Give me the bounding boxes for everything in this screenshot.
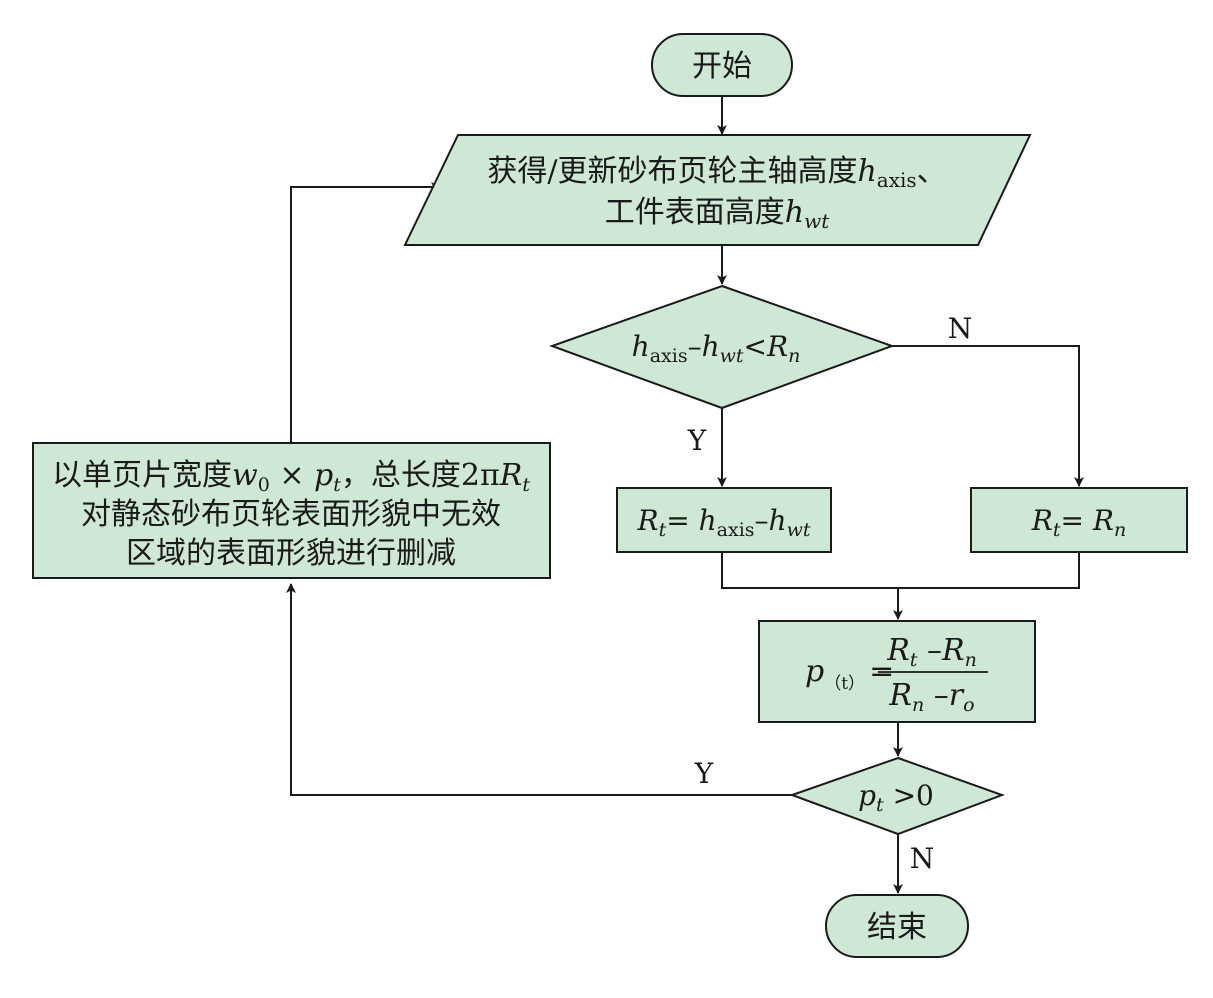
decision-height-diff: haxis–hwt<Rn	[549, 284, 895, 410]
end-label: 结束	[867, 910, 927, 945]
cond2-no-label: N	[910, 842, 935, 875]
formula-numerator: Rt –Rn	[886, 633, 977, 671]
update-line-2: 工件表面高度hwt	[605, 195, 830, 233]
prune-line-3: 区域的表面形貌进行删减	[126, 536, 456, 571]
formula-process: p（t）= Rt –Rn Rn –ro	[758, 620, 1036, 723]
cond1-no-label: N	[948, 312, 973, 345]
update-heights-io: 获得/更新砂布页轮主轴高度haxis、 工件表面高度hwt	[403, 134, 1032, 246]
decision-pt-label: pt >0	[858, 779, 934, 816]
edge-merge-right	[898, 552, 1080, 589]
prune-line-1: 以单页片宽度w0 × pt，总长度2πRt	[52, 458, 530, 496]
cond2-yes-label: Y	[694, 757, 714, 790]
edge-cond1-no	[892, 345, 1084, 487]
formula-lhs: p（t）=	[805, 654, 894, 694]
cond1-yes-label: Y	[687, 424, 707, 457]
rt-yes-process: Rt= haxis–hwt	[616, 487, 832, 553]
end-terminator: 结束	[825, 894, 969, 958]
rt-no-process: Rt= Rn	[970, 487, 1188, 553]
formula-denominator: Rn –ro	[888, 678, 974, 716]
decision-height-diff-label: haxis–hwt<Rn	[632, 330, 801, 367]
prune-surface-process: 以单页片宽度w0 × pt，总长度2πRt 对静态砂布页轮表面形貌中无效 区域的…	[32, 442, 551, 579]
rt-yes-label: Rt= haxis–hwt	[637, 504, 811, 541]
edge-loop-back	[290, 182, 441, 443]
edge-merge-left	[721, 552, 898, 589]
rt-no-label: Rt= Rn	[1031, 504, 1126, 541]
update-line-1: 获得/更新砂布页轮主轴高度haxis、	[487, 154, 946, 192]
decision-pt-positive: pt >0	[789, 756, 1005, 836]
start-label: 开始	[692, 49, 752, 84]
start-terminator: 开始	[651, 33, 793, 97]
edge-cond2-yes	[286, 583, 792, 796]
prune-line-2: 对静态砂布页轮表面形貌中无效	[81, 497, 501, 532]
